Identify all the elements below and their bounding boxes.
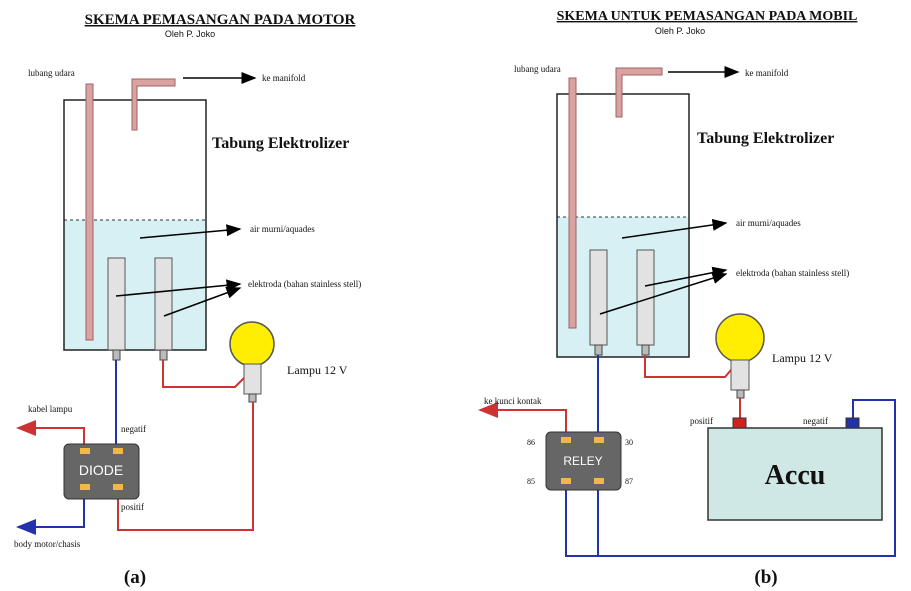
label-pin-86: 86 [527, 438, 535, 447]
terminal-right [159, 349, 168, 361]
electrolizer-tank [556, 93, 690, 358]
panel-a-title: SKEMA PEMASANGAN PADA MOTOR [85, 12, 356, 28]
label-lampu: Lampu 12 V [287, 363, 348, 377]
electrode-right [154, 257, 173, 351]
diode-pin [113, 484, 123, 490]
water [64, 220, 206, 350]
electrode-arrow-2 [163, 287, 242, 317]
relay-pin [561, 478, 571, 484]
panel-b: SKEMA UNTUK PEMASANGAN PADA MOBIL Oleh P… [478, 9, 896, 588]
bulb [229, 321, 275, 367]
label-lubang-udara: lubang udara [514, 64, 561, 74]
relay-pin [561, 437, 571, 443]
wire-bulb-to-diode [117, 402, 254, 531]
label-accu: Accu [765, 460, 826, 491]
label-negatif: negatif [803, 416, 828, 426]
label-air: air murni/aquades [736, 218, 801, 228]
label-air: air murni/aquades [250, 224, 315, 234]
bulb-terminal [248, 393, 257, 403]
wire-lamp-cable [16, 420, 85, 448]
terminal-left [112, 349, 121, 361]
panel-a: SKEMA PEMASANGAN PADA MOTOR Oleh P. Joko… [14, 12, 361, 588]
wire-body [16, 490, 85, 535]
label-pin-87: 87 [625, 477, 633, 486]
label-kabel-lampu: kabel lampu [28, 404, 73, 414]
label-elektroda: elektroda (bahan stainless stell) [736, 268, 849, 278]
bulb-terminal [736, 389, 745, 399]
label-positif: positif [690, 416, 713, 426]
relay-pin [594, 437, 604, 443]
air-hole-tube [85, 83, 94, 341]
air-hole-tube [568, 77, 577, 329]
diode-pin [80, 484, 90, 490]
caption-a: (a) [124, 567, 146, 588]
label-tabung: Tabung Elektrolizer [212, 135, 349, 152]
label-tabung: Tabung Elektrolizer [697, 130, 834, 147]
panel-a-author: Oleh P. Joko [165, 29, 215, 39]
label-lampu: Lampu 12 V [772, 351, 833, 365]
bulb-socket [243, 363, 262, 395]
manifold-tube [131, 78, 176, 131]
label-lubang-udara: lubang udara [28, 68, 75, 78]
label-ke-manifold: ke manifold [262, 73, 306, 83]
electrode-arrow-1 [115, 279, 242, 297]
electrode-left [107, 257, 126, 351]
bulb [715, 313, 765, 363]
terminal-left [594, 344, 603, 356]
electrode-left [589, 249, 608, 346]
label-negatif: negatif [121, 424, 146, 434]
accu-negative-terminal [845, 417, 860, 429]
panel-b-title: SKEMA UNTUK PEMASANGAN PADA MOBIL [557, 9, 858, 24]
caption-b: (b) [754, 567, 777, 588]
label-ke-manifold: ke manifold [745, 68, 789, 78]
bulb-socket [730, 359, 750, 391]
electrode-arrow-2 [599, 272, 728, 315]
relay-box [545, 431, 622, 491]
label-elektroda: elektroda (bahan stainless stell) [248, 279, 361, 289]
accu-battery [707, 427, 883, 521]
label-pin-30: 30 [625, 438, 633, 447]
accu-positive-terminal [732, 417, 747, 429]
water [557, 217, 689, 357]
relay-pin [594, 478, 604, 484]
label-relay: RELEY [563, 454, 602, 468]
air-arrow [621, 218, 728, 239]
diode-pin [113, 448, 123, 454]
label-body: body motor/chasis [14, 539, 81, 549]
manifold-tube [615, 67, 663, 118]
label-pin-85: 85 [527, 477, 535, 486]
label-ke-kunci: ke kunci kontak [484, 396, 542, 406]
wire-ground-loop [565, 399, 896, 557]
terminal-right [641, 344, 650, 356]
wire-electrode-to-bulb [644, 355, 732, 378]
air-arrow [139, 224, 242, 239]
label-positif: positif [121, 502, 144, 512]
label-diode: DIODE [79, 462, 123, 478]
diode-pin [80, 448, 90, 454]
wire-electrode-to-bulb [162, 360, 245, 388]
panel-b-author: Oleh P. Joko [655, 26, 705, 36]
wire-ignition [478, 402, 567, 436]
